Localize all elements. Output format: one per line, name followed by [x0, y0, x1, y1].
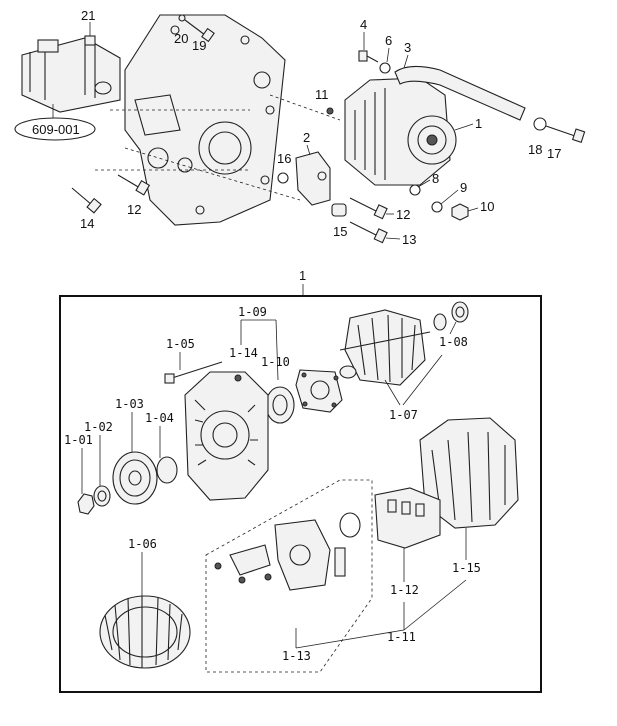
- bolt-4: [358, 50, 379, 63]
- label-3: 3: [404, 40, 411, 55]
- label-11: 11: [315, 87, 329, 102]
- bracket-2: [295, 151, 331, 206]
- adjust-strap-3: [394, 65, 526, 121]
- bolt-13: [349, 221, 388, 244]
- bearing-1-10: [265, 386, 295, 424]
- label-6: 6: [385, 33, 392, 48]
- front-cover-part: [124, 14, 286, 226]
- label-1-10: 1-10: [261, 355, 290, 369]
- label-20: 20: [174, 31, 188, 46]
- top-assembly: 609-001 21 20 19: [14, 8, 586, 247]
- label-1-06: 1-06: [128, 537, 157, 551]
- bearing-retainer-plate: [295, 369, 343, 413]
- ref-label: 609-001: [32, 122, 80, 137]
- label-1-13: 1-13: [282, 649, 311, 663]
- label-14: 14: [80, 216, 94, 231]
- label-1-11: 1-11: [387, 630, 416, 644]
- label-21: 21: [81, 8, 95, 23]
- label-12-left: 12: [127, 202, 141, 217]
- nut-11: [326, 107, 334, 115]
- regulator-1-12: [374, 487, 441, 549]
- washer-8: [409, 184, 421, 196]
- label-1-02: 1-02: [84, 420, 113, 434]
- label-12-right: 12: [396, 207, 410, 222]
- bolt-19: [178, 14, 215, 43]
- rotor-1-07: [339, 309, 431, 386]
- pulley-1-03: [112, 451, 158, 505]
- bolt-17: [545, 125, 586, 143]
- label-8: 8: [432, 171, 439, 186]
- label-1: 1: [475, 116, 482, 131]
- washer-9: [431, 201, 443, 213]
- label-1-01: 1-01: [64, 433, 93, 447]
- pump-part: [21, 37, 121, 113]
- front-housing-1-14: [184, 371, 269, 501]
- washer-6: [379, 62, 391, 74]
- through-bolt-1-05: [164, 361, 223, 384]
- label-2: 2: [303, 130, 310, 145]
- label-1-04: 1-04: [145, 411, 174, 425]
- washer-18: [533, 117, 547, 131]
- label-10: 10: [480, 199, 494, 214]
- stator-1-06: [99, 595, 191, 669]
- label-9: 9: [460, 180, 467, 195]
- washer-16: [277, 172, 289, 184]
- label-1-12: 1-12: [390, 583, 419, 597]
- label-17: 17: [547, 146, 561, 161]
- bolt-14: [71, 187, 102, 214]
- bolt-12-right: [349, 197, 388, 220]
- fan-spacer-1-04: [156, 456, 178, 484]
- label-1-08: 1-08: [439, 335, 468, 349]
- detail-title: 1: [299, 268, 306, 283]
- rear-housing-1-15: [419, 417, 519, 529]
- label-13: 13: [402, 232, 416, 247]
- alternator-1: [344, 77, 457, 186]
- label-16: 16: [277, 151, 291, 166]
- label-1-07: 1-07: [389, 408, 418, 422]
- bracket-set-1-13: [214, 512, 361, 591]
- label-15: 15: [333, 224, 347, 239]
- label-4: 4: [360, 17, 367, 32]
- nut-10: [451, 203, 469, 221]
- nut-21: [84, 35, 96, 46]
- ref-oval: [14, 117, 96, 141]
- spacer-15: [331, 203, 347, 217]
- label-18: 18: [528, 142, 542, 157]
- detail-assembly: 1-09 1-05 1-14 1-10: [64, 301, 519, 673]
- bolt-12-left: [117, 174, 151, 196]
- detail-frame: [59, 295, 542, 693]
- label-1-09: 1-09: [238, 305, 267, 319]
- label-1-03: 1-03: [115, 397, 144, 411]
- nut-1-01: [77, 493, 95, 515]
- label-1-14: 1-14: [229, 346, 258, 360]
- label-1-05: 1-05: [166, 337, 195, 351]
- rear-bearing-1-08: [433, 301, 469, 331]
- label-1-15: 1-15: [452, 561, 481, 575]
- label-19: 19: [192, 38, 206, 53]
- washer-1-02: [93, 485, 111, 507]
